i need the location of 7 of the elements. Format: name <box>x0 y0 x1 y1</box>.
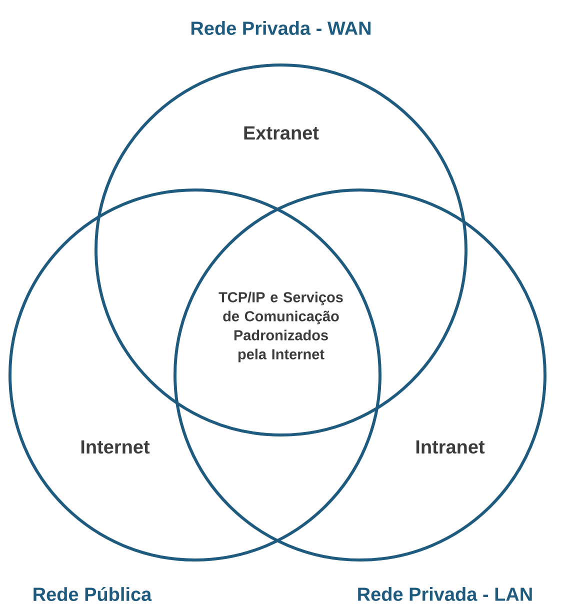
set-heading: Rede Privada - WAN <box>191 21 370 35</box>
intersection-label: TCP/IP e Serviços de Comunicação Padronizados pela Internet <box>218 292 343 362</box>
set-label: Intranet <box>416 440 485 454</box>
set-label: Internet <box>81 440 150 454</box>
set-heading: Rede Privada - LAN <box>358 587 532 601</box>
set-heading: Rede Pública <box>34 586 152 602</box>
set-label: Extranet <box>244 126 319 140</box>
